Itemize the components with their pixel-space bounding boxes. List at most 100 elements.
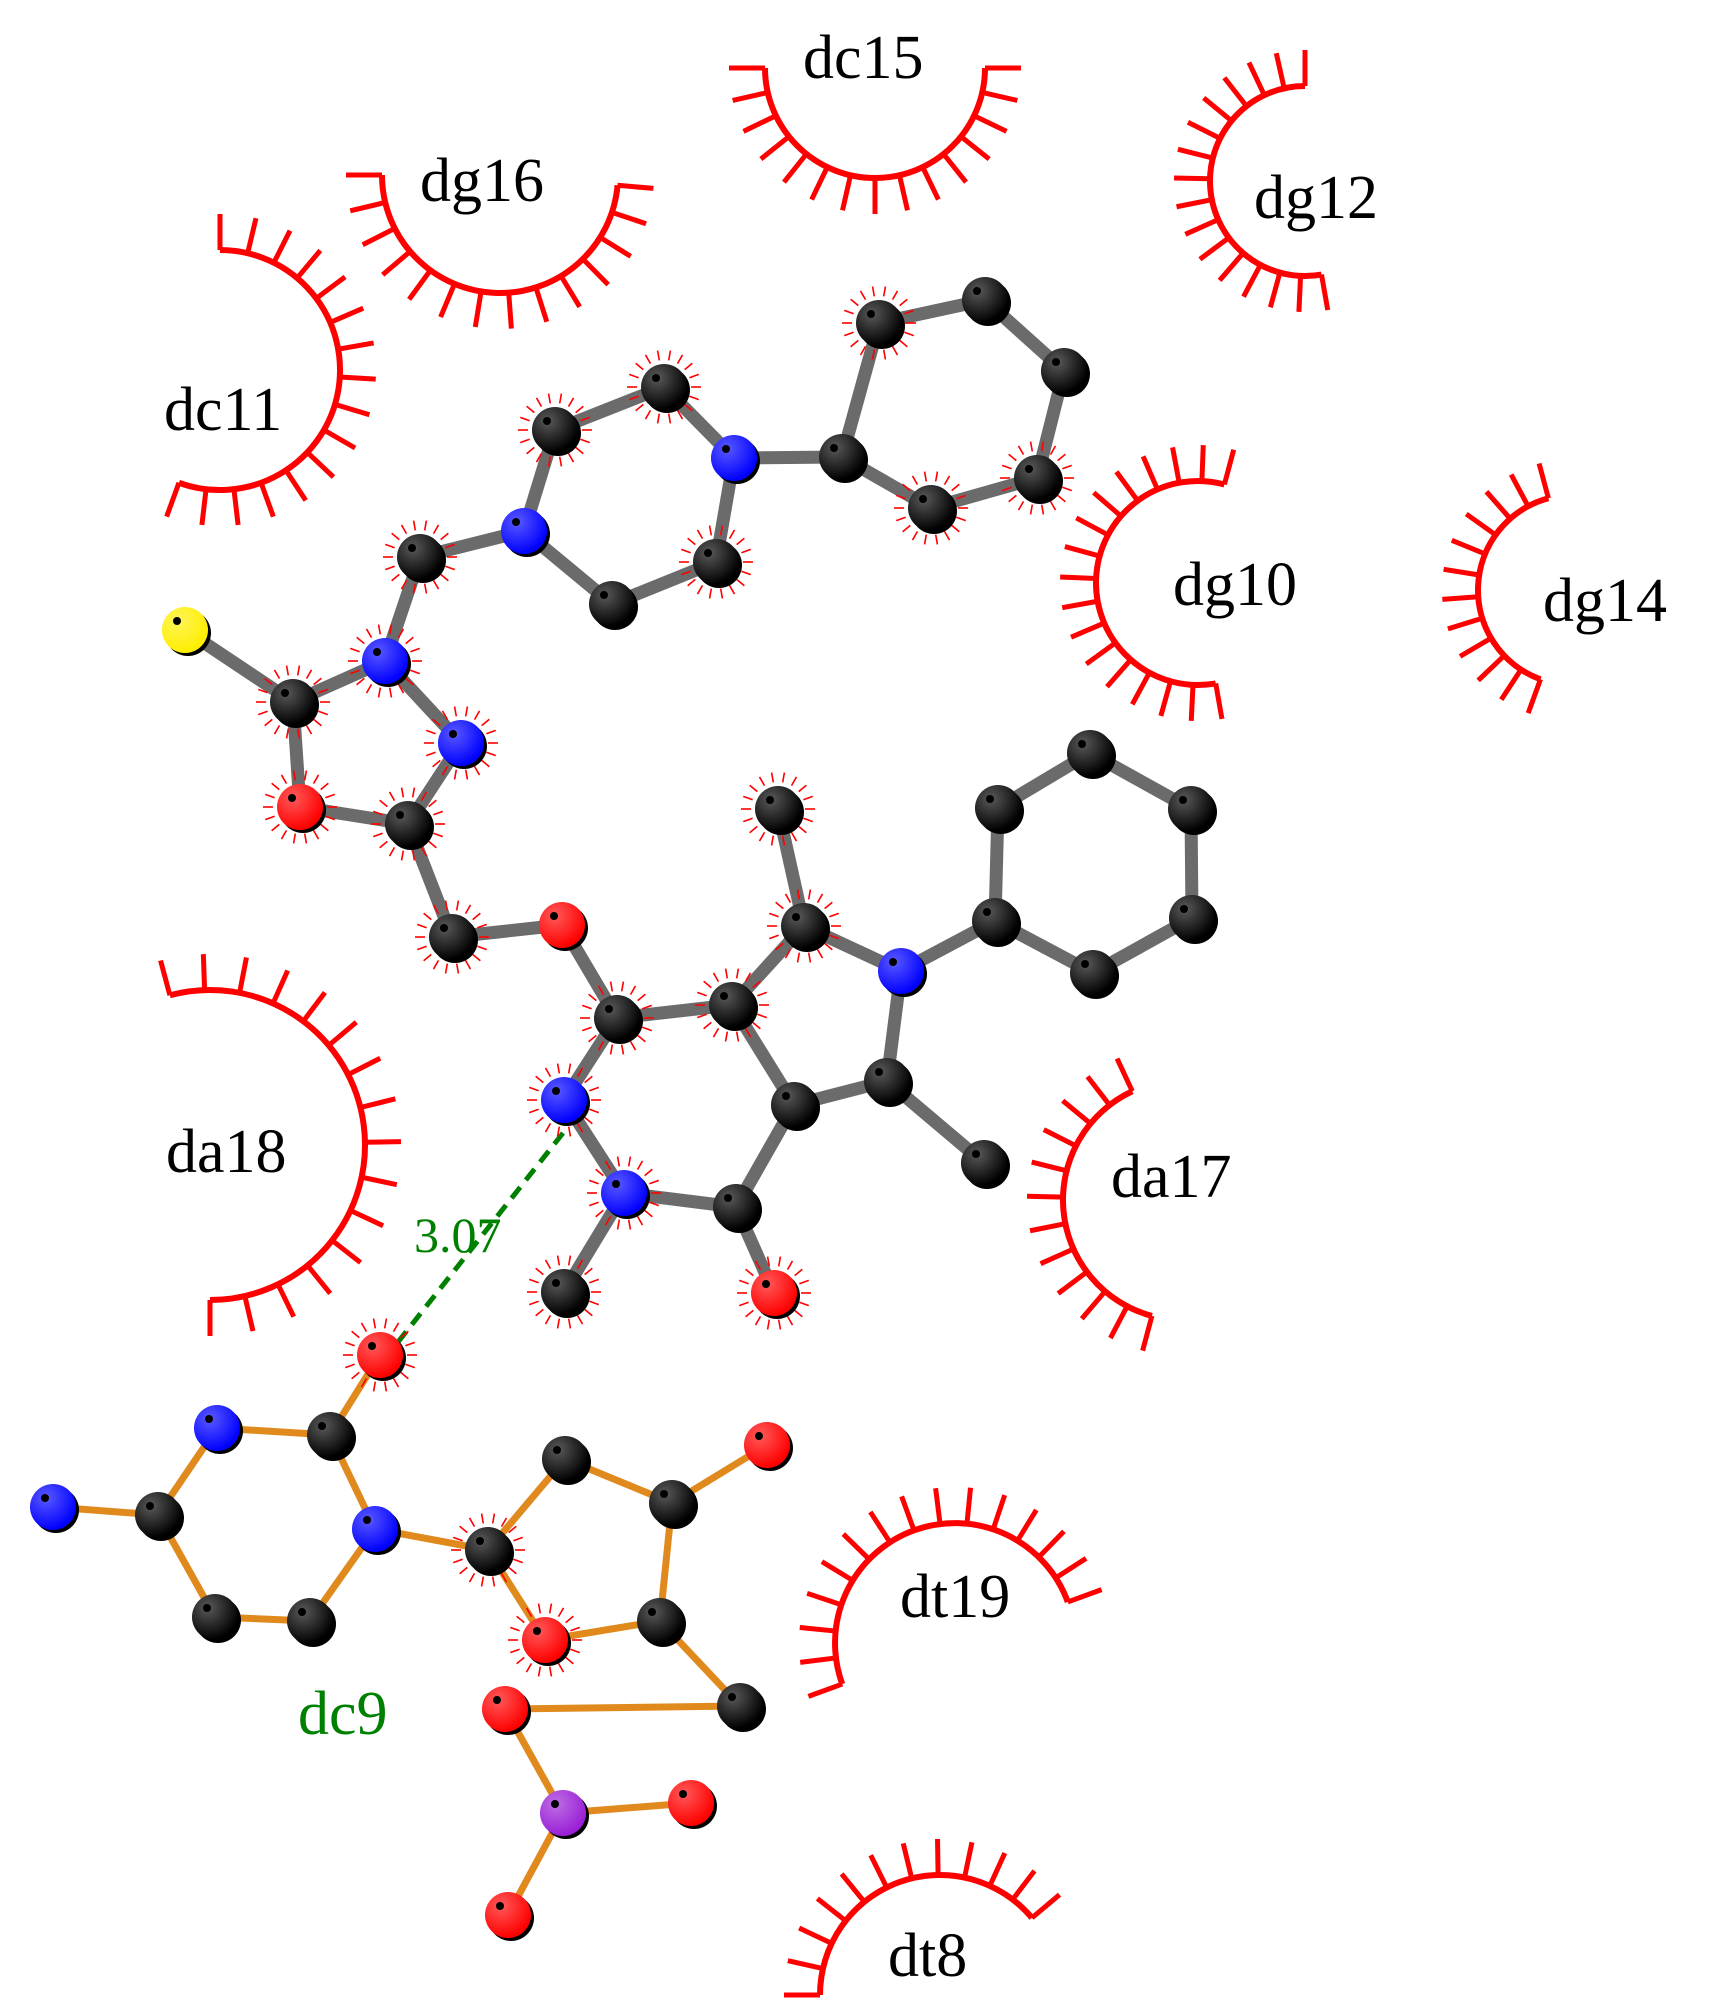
halo-tick (708, 588, 713, 599)
atom-C (693, 539, 742, 588)
halo-tick (377, 687, 382, 698)
arc-spike (1443, 566, 1480, 578)
halo-tick (557, 1607, 565, 1618)
halo-tick (1057, 453, 1066, 462)
atom-halo (508, 1603, 582, 1677)
atom-halo (256, 665, 330, 739)
atom-C (649, 1480, 698, 1529)
atom-highlight (522, 1617, 568, 1663)
halo-tick (680, 570, 691, 576)
halo-tick (388, 687, 393, 698)
halo-tick (508, 1525, 517, 1534)
arc-spike (305, 1263, 333, 1296)
halo-tick (1049, 445, 1057, 456)
atom-C (713, 1184, 762, 1233)
arc-spike (897, 174, 910, 211)
halo-tick (799, 1301, 810, 1307)
halo-tick (728, 529, 736, 540)
atom-highlight (878, 948, 924, 994)
halo-tick (736, 578, 745, 587)
halo-tick (628, 395, 639, 401)
halo-tick (656, 350, 661, 361)
arc-spike (158, 959, 173, 996)
arc-spike (840, 174, 853, 211)
atom-C (1070, 950, 1119, 999)
arc-spike (900, 1842, 915, 1879)
halo-tick (943, 475, 951, 486)
atom-halo (424, 706, 498, 780)
arc-spike (1015, 1508, 1039, 1542)
residue-label-dc9: dc9 (298, 1680, 388, 1748)
arc-spike (1036, 1529, 1066, 1559)
atom-dot (762, 1280, 770, 1288)
halo-tick (736, 537, 745, 546)
arc-spike (611, 209, 647, 227)
hydrophobic-arc-10 (784, 1838, 1062, 1998)
arc-spike (742, 113, 777, 134)
halo-tick (1040, 504, 1045, 515)
halo-tick (273, 669, 281, 680)
arc-spike (283, 468, 308, 502)
halo-tick (597, 985, 605, 996)
residue-label-dt19: dt19 (900, 1563, 1010, 1631)
arc-spike (1039, 1246, 1075, 1266)
halo-tick (432, 959, 440, 970)
atom-contact-halos (256, 286, 1074, 1677)
atom-highlight (541, 1269, 587, 1315)
arc-spike (799, 1624, 836, 1634)
atom-dot (1078, 740, 1086, 748)
arc-spike (1114, 470, 1140, 503)
arc-spike (1177, 146, 1214, 161)
halo-tick (766, 1256, 771, 1267)
arc-spike (1061, 1098, 1093, 1126)
atom-highlight (717, 1683, 763, 1729)
halo-tick (464, 706, 469, 717)
halo-tick (749, 784, 758, 793)
atom-dot (298, 1608, 306, 1616)
halo-tick (423, 953, 432, 962)
halo-tick (745, 1268, 754, 1277)
halo-tick (412, 583, 417, 594)
atom-dot (493, 1696, 501, 1704)
atom-dot (552, 1279, 560, 1287)
atom-highlight (270, 679, 316, 725)
atom-dot (476, 1537, 484, 1545)
halo-tick (445, 565, 456, 571)
halo-tick (528, 1108, 539, 1114)
arc-spike (1464, 511, 1498, 537)
halo-tick (882, 349, 887, 360)
halo-tick (616, 1219, 621, 1230)
arc-spike (1060, 574, 1097, 582)
atom-O (485, 1892, 534, 1941)
arc-spike (1105, 658, 1133, 689)
atom-C (594, 995, 643, 1044)
atom-highlight (819, 434, 865, 480)
atom-dot (704, 549, 712, 557)
atom-highlight (541, 1077, 587, 1123)
atom-dot (720, 992, 728, 1000)
halo-tick (433, 810, 444, 816)
halo-tick (303, 833, 308, 844)
atom-N (362, 638, 411, 687)
halo-tick (379, 840, 388, 849)
atom-halo (737, 1256, 811, 1330)
halo-tick (687, 578, 696, 587)
arc-spike (920, 166, 941, 201)
halo-tick (412, 520, 417, 531)
halo-tick (459, 1566, 468, 1575)
halo-tick (472, 953, 481, 962)
atom-C (465, 1527, 514, 1576)
halo-tick (708, 525, 713, 536)
halo-tick (629, 985, 637, 996)
arc-spike (1447, 615, 1484, 632)
arc-spike (1079, 1289, 1108, 1321)
atom-highlight (589, 581, 635, 627)
halo-tick (491, 1576, 496, 1587)
halo-tick (752, 980, 761, 989)
halo-tick (923, 534, 928, 545)
arc-spike (381, 249, 412, 277)
atom-dot (449, 730, 457, 738)
halo-tick (580, 416, 591, 422)
arc-spike (1319, 274, 1331, 311)
atom-O (277, 784, 326, 833)
